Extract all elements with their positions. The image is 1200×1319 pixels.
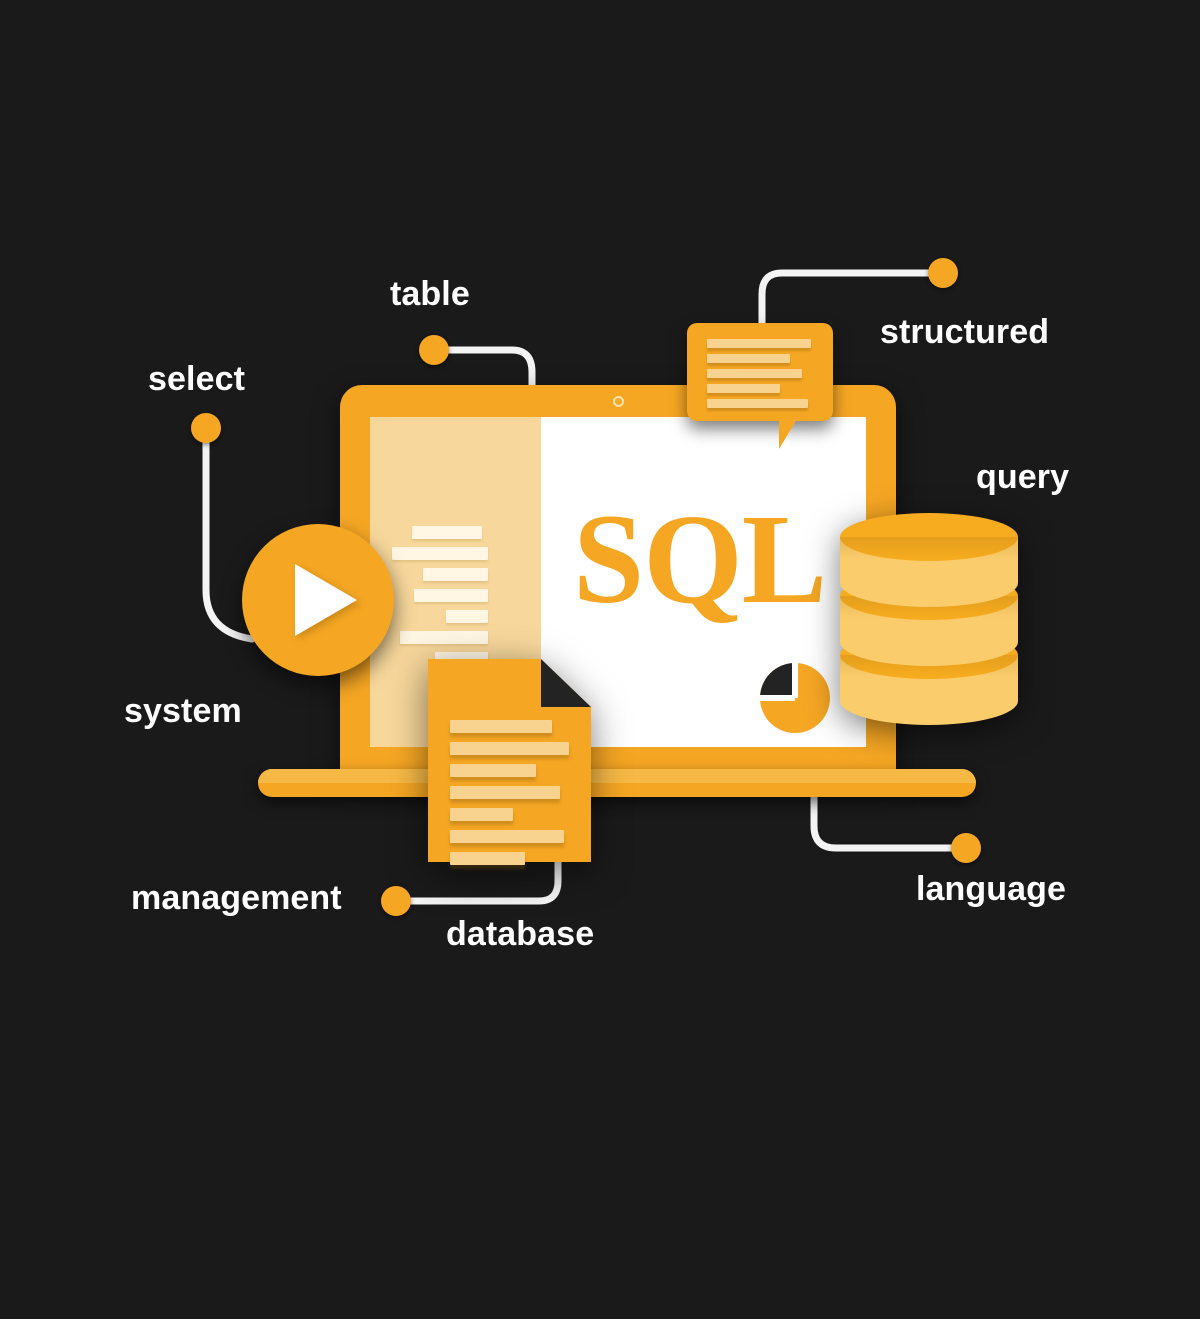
play-triangle bbox=[295, 564, 357, 636]
document-line bbox=[450, 720, 552, 733]
screen-code-line bbox=[392, 547, 488, 560]
screen-code-line bbox=[414, 589, 488, 602]
screen-code-line bbox=[446, 610, 488, 623]
document-line bbox=[450, 786, 560, 799]
screen-code-line bbox=[400, 631, 488, 644]
laptop-icon: SQL bbox=[340, 385, 896, 775]
speech-bubble-line bbox=[707, 369, 802, 378]
page-title: SQL bbox=[573, 488, 827, 630]
document-line bbox=[450, 764, 536, 777]
speech-bubble-line bbox=[707, 399, 808, 408]
keyword-label-structured: structured bbox=[880, 313, 1050, 351]
connector-dot-management[interactable] bbox=[381, 886, 411, 916]
database-cylinder-icon bbox=[840, 513, 1018, 725]
document-fold-corner bbox=[541, 659, 591, 707]
keyword-label-select: select bbox=[148, 360, 246, 398]
pie-chart-icon bbox=[759, 662, 830, 733]
keyword-label-table: table bbox=[390, 275, 470, 313]
connector-dot-language[interactable] bbox=[951, 833, 981, 863]
speech-bubble-tail bbox=[779, 419, 807, 449]
webcam-dot-icon bbox=[613, 396, 624, 407]
document-line bbox=[450, 742, 569, 755]
db-disc-top bbox=[840, 513, 1018, 607]
laptop-base-highlight bbox=[258, 769, 976, 783]
connector-dot-structured[interactable] bbox=[928, 258, 958, 288]
document-line bbox=[450, 808, 513, 821]
keyword-label-database: database bbox=[446, 915, 595, 953]
document-icon bbox=[428, 659, 591, 865]
speech-bubble-line bbox=[707, 339, 811, 348]
wire-language bbox=[810, 791, 970, 852]
keyword-label-language: language bbox=[916, 870, 1067, 908]
keyword-label-query: query bbox=[976, 458, 1070, 496]
keyword-label-management: management bbox=[131, 879, 342, 917]
speech-bubble-line bbox=[707, 384, 780, 393]
screen-code-line bbox=[423, 568, 488, 581]
speech-bubble-icon bbox=[687, 323, 833, 449]
laptop-base bbox=[258, 769, 976, 797]
speech-bubble-line bbox=[707, 354, 790, 363]
connector-dot-select[interactable] bbox=[191, 413, 221, 443]
document-line bbox=[450, 830, 564, 843]
connector-dot-table[interactable] bbox=[419, 335, 449, 365]
play-icon[interactable] bbox=[242, 524, 394, 676]
screen-code-line bbox=[412, 526, 482, 539]
document-line bbox=[450, 852, 525, 865]
keyword-label-system: system bbox=[124, 692, 242, 730]
